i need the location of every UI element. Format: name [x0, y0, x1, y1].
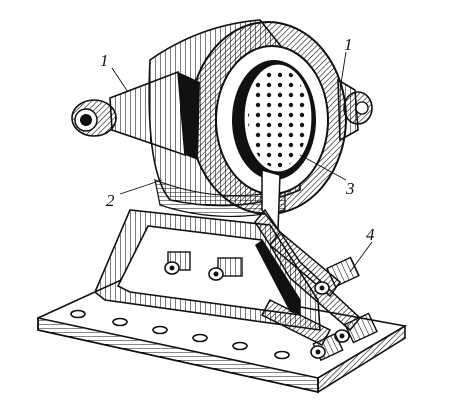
mounting-hole: [152, 325, 168, 335]
lead-strips: [254, 208, 362, 346]
terminal-bushing: [164, 251, 191, 275]
nozzle-left: [71, 70, 200, 160]
base-plate: [37, 275, 408, 394]
callout-4: 4: [366, 225, 375, 244]
ring-face: [189, 21, 347, 233]
mounting-hole: [70, 309, 86, 319]
mounting-hole: [112, 317, 128, 327]
mounting-hole: [274, 350, 290, 360]
mounting-hole: [232, 341, 248, 351]
callout-1-left: 1: [100, 51, 109, 70]
leader-lines: [111, 51, 373, 273]
callout-1-right: 1: [344, 35, 353, 54]
callout-3: 3: [345, 179, 355, 198]
support-stand: [94, 209, 321, 331]
perforated-core: [248, 68, 308, 168]
terminal-screw: [310, 332, 344, 362]
terminal-screw: [334, 312, 378, 344]
callout-2: 2: [106, 191, 115, 210]
mounting-hole: [192, 333, 208, 343]
terminal-screw: [314, 256, 360, 295]
terminal-bushing: [208, 257, 243, 281]
nozzle-right: [337, 78, 373, 142]
